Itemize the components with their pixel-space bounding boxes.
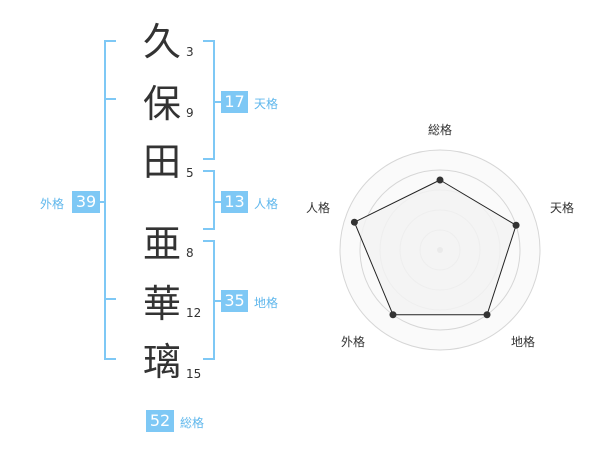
radar-point-3: [389, 311, 397, 319]
chikaku-bracket-bottom: [203, 358, 215, 360]
stroke-count-surname-2: 9: [186, 106, 194, 120]
gaikaku-bracket-line: [104, 40, 106, 360]
radar-point-1: [512, 221, 520, 229]
chikaku-value-badge: 35: [221, 290, 248, 312]
gaikaku-bracket-tick-1: [104, 98, 116, 100]
stroke-count-given-2: 12: [186, 306, 202, 320]
stroke-count-given-1: 8: [186, 246, 194, 260]
soukaku-value-badge: 52: [146, 410, 174, 432]
given-char-3: 璃: [142, 340, 181, 384]
surname-char-3: 田: [142, 140, 181, 184]
chikaku-label: 地格: [254, 296, 279, 310]
jinkaku-bracket-top: [203, 170, 215, 172]
surname-char-1: 久: [142, 20, 181, 64]
tenkaku-label: 天格: [254, 97, 279, 111]
radar-axis-label-chikaku: 地格: [511, 335, 536, 349]
jinkaku-bracket-stub: [213, 201, 221, 203]
stroke-count-given-3: 15: [186, 367, 202, 381]
radar-point-4: [350, 218, 358, 226]
radar-point-0: [436, 176, 444, 184]
tenkaku-bracket-top: [203, 40, 215, 42]
gaikaku-bracket-stub: [96, 201, 104, 203]
tenkaku-bracket-bottom: [203, 158, 215, 160]
chikaku-bracket-top: [203, 240, 215, 242]
chikaku-bracket-stub: [213, 300, 221, 302]
jinkaku-bracket-line: [213, 170, 215, 230]
tenkaku-value-badge: 17: [221, 91, 248, 113]
given-char-2: 華: [142, 282, 181, 326]
jinkaku-label: 人格: [254, 197, 279, 211]
radar-axis-label-soukaku: 総格: [428, 123, 453, 137]
stroke-count-surname-1: 3: [186, 45, 194, 59]
gaikaku-value-badge: 39: [72, 191, 100, 213]
gaikaku-bracket-top: [104, 40, 116, 42]
tenkaku-bracket-stub: [213, 101, 221, 103]
surname-char-2: 保: [142, 82, 181, 126]
radar-shape: [353, 179, 517, 316]
tenkaku-bracket-line: [213, 40, 215, 160]
radar-axis-label-jinkaku: 人格: [306, 201, 331, 215]
stroke-count-surname-3: 5: [186, 166, 194, 180]
gaikaku-bracket-tick-2: [104, 298, 116, 300]
radar-points: [350, 176, 520, 319]
soukaku-label: 総格: [180, 416, 205, 430]
gaikaku-bracket-bottom: [104, 358, 116, 360]
radar-point-2: [483, 311, 491, 319]
jinkaku-bracket-bottom: [203, 228, 215, 230]
radar-ring: [359, 169, 521, 331]
gaikaku-label: 外格: [40, 197, 65, 211]
radar-axis-label-gaikaku: 外格: [341, 335, 366, 349]
jinkaku-value-badge: 13: [221, 191, 248, 213]
radar-axis-label-tenkaku: 天格: [550, 201, 575, 215]
given-char-1: 亜: [142, 222, 181, 266]
